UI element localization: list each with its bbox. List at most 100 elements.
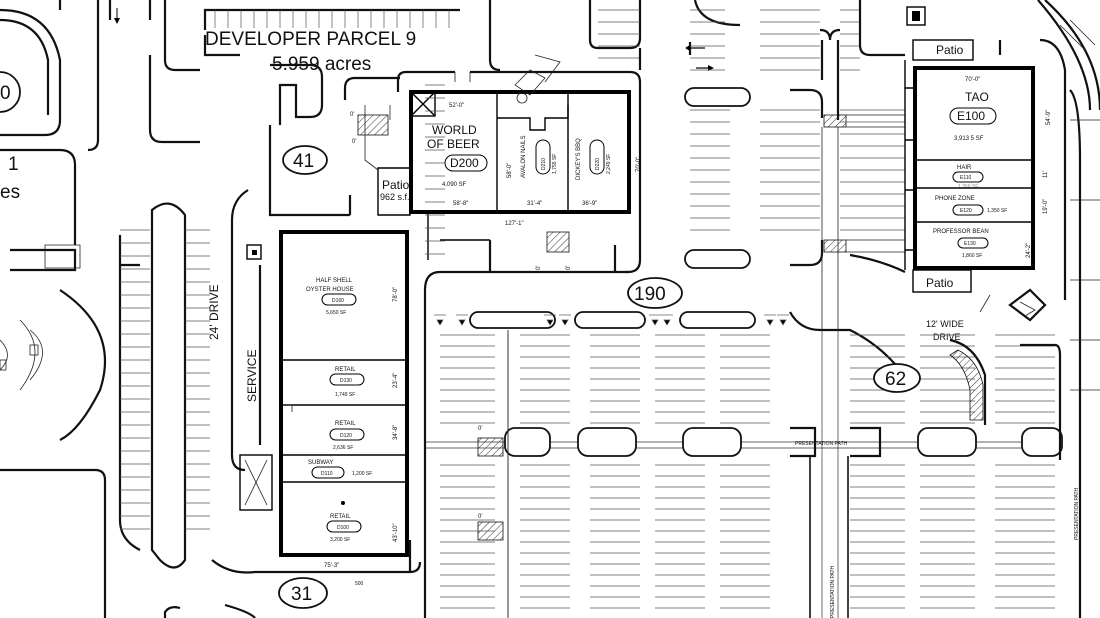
service-drive-area	[118, 189, 422, 574]
direction-arrow-icon	[458, 319, 466, 326]
lot-badge-31	[278, 577, 328, 609]
wob-name-1: WORLD	[432, 123, 477, 137]
badge-190-text: 190	[634, 284, 666, 305]
d100-area: 3,200 SF	[330, 537, 350, 543]
parking-island	[684, 87, 751, 107]
halfshell-unit: D160	[332, 298, 344, 304]
unit-pill-d210	[535, 139, 551, 175]
dim-24-2: 24'-2"	[1026, 243, 1032, 258]
ramp-label: 0'	[478, 426, 482, 432]
halfshell-area: 5,650 SF	[326, 310, 346, 316]
signage-icon	[1008, 288, 1047, 322]
dim-54-9: 54'-9"	[1046, 110, 1052, 125]
avalon-area: 1,755 SF	[552, 154, 558, 174]
parking-top-west	[148, 0, 460, 217]
building-e	[913, 66, 1035, 270]
left-parcel-area	[0, 0, 152, 618]
d130-name: RETAIL	[335, 367, 356, 373]
patio-left-area: 962 s.f.	[380, 192, 410, 202]
dickeys-name: DICKEY'S BBQ	[576, 138, 582, 180]
service-box	[246, 244, 262, 260]
parking-island	[469, 311, 556, 329]
badge-31-text: 31	[291, 584, 312, 605]
d120-name: RETAIL	[335, 421, 356, 427]
halfshell-name-2: OYSTER HOUSE	[306, 287, 354, 293]
patio-left	[377, 167, 411, 216]
wob-unit: D200	[450, 156, 479, 170]
dim-23-4: 23'-4"	[393, 373, 399, 388]
left-partial-label: es	[0, 182, 20, 203]
patio-top-label: Patio	[936, 43, 964, 57]
unit-pill-d120	[329, 428, 365, 441]
parking-island	[682, 427, 742, 457]
ramp-label: 0'	[566, 266, 572, 270]
dim-78: 78'-0"	[393, 287, 399, 302]
lot-badge-62	[873, 363, 921, 393]
map-marker-icon	[906, 6, 926, 26]
dim-11: 11'	[1043, 171, 1049, 178]
wob-name-2: OF BEER	[427, 137, 480, 151]
dim-31-4: 31'-4"	[527, 201, 542, 207]
avalon-unit: D210	[541, 158, 547, 170]
avalon-name: AVALON NAILS	[521, 136, 527, 178]
subway-unit: D110	[321, 471, 333, 477]
unit-pill-e110	[952, 171, 984, 183]
wob-area: 4,090 SF	[442, 182, 467, 188]
ramp-label: 0'	[352, 139, 356, 145]
parking-island	[577, 427, 637, 457]
unit-pill-e120	[952, 204, 984, 216]
presentation-path-v2: PRESENTATION PATH	[1074, 487, 1080, 540]
lot-badge-41	[282, 145, 328, 175]
prof-bean-name: PROFESSOR BEAN	[933, 229, 989, 235]
patio-bottom-label: Patio	[926, 276, 954, 290]
unit-pill-d110	[311, 466, 345, 479]
hair-name: HAIR	[957, 165, 972, 171]
d100-unit: D100	[337, 525, 349, 531]
d130-area: 1,749 SF	[335, 392, 355, 398]
badge-41-text: 41	[293, 151, 314, 172]
building-d200	[409, 90, 631, 214]
badge-62-text: 62	[885, 369, 906, 390]
phone-zone-area: 1,350 SF	[987, 208, 1007, 214]
direction-arrow-icon	[779, 319, 787, 326]
ramp-label: 0'	[536, 266, 542, 270]
dim-52: 52'-0"	[449, 103, 464, 109]
unit-pill-d130	[329, 373, 365, 386]
prof-bean-unit: E130	[964, 241, 976, 247]
dim-19: 19'-0"	[1043, 199, 1049, 214]
unit-pill-d220	[589, 139, 605, 175]
ramp-label: 0'	[478, 514, 482, 520]
parking-island	[1021, 427, 1063, 457]
parking-island	[684, 249, 751, 269]
parcel-title: DEVELOPER PARCEL 9	[205, 29, 416, 50]
dim-75-3: 75'-3"	[324, 563, 339, 569]
dickeys-area: 2,249 SF	[606, 154, 612, 174]
building-d100-group	[279, 230, 409, 557]
dim-34-8: 34'-8"	[393, 425, 399, 440]
parking-island	[504, 427, 551, 457]
tao-unit: E100	[957, 109, 985, 123]
d100-name: RETAIL	[330, 514, 351, 520]
drive12-line2: DRIVE	[933, 332, 961, 342]
dim-500: 500	[355, 581, 364, 587]
dim-127: 127'-1"	[505, 221, 524, 227]
direction-arrow-icon	[663, 319, 671, 326]
dim-58-v: 58'-0"	[507, 163, 513, 178]
lot-badge-left	[0, 71, 21, 113]
parking-island	[679, 311, 756, 329]
drive12-line1: 12' WIDE	[926, 319, 964, 329]
tao-area: 3,913 5 SF	[954, 136, 984, 142]
dickeys-unit: D220	[595, 158, 601, 170]
drive24-label: 24' DRIVE	[207, 284, 221, 340]
subway-name: SUBWAY	[308, 460, 333, 466]
direction-arrow-icon	[561, 319, 569, 326]
trash-enclosure	[410, 91, 436, 117]
ramp-hatch-2	[546, 231, 570, 253]
patio-left-label: Patio	[382, 178, 410, 192]
halfshell-name-1: HALF SHELL	[316, 278, 353, 284]
direction-arrow-icon	[546, 319, 554, 326]
direction-arrow-icon	[766, 319, 774, 326]
dim-70-top: 70'-0"	[965, 77, 980, 83]
